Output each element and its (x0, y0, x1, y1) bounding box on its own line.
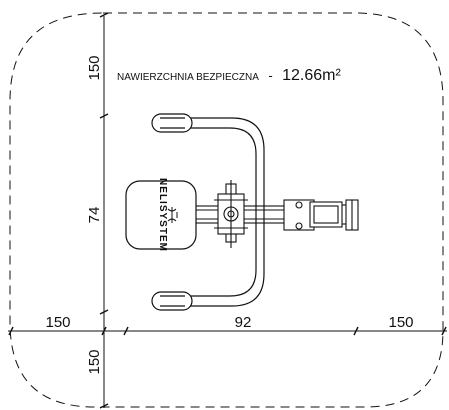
dimension-middle-vertical: 74 (86, 207, 103, 224)
dimension-top-vertical: 150 (86, 55, 103, 80)
surface-area-value: 12.66m² (282, 67, 341, 84)
dimension-bottom-vertical: 150 (86, 349, 103, 374)
footrest-assembly (283, 199, 359, 231)
dimension-middle-horizontal: 92 (235, 314, 252, 331)
horizontal-dimension-line (8, 326, 447, 336)
surface-label: NAWIERZCHNIA BEZPIECZNA - 12.66m² (117, 67, 341, 84)
handle-grip-top (151, 113, 193, 133)
seat-brand-text: NELISYSTEM (157, 178, 168, 252)
surface-label-name: NAWIERZCHNIA BEZPIECZNA (117, 72, 259, 83)
vertical-dimension-line (99, 12, 109, 409)
dimension-right-horizontal: 150 (388, 314, 413, 331)
pivot-assembly (214, 180, 248, 248)
handlebar-frame (160, 117, 265, 307)
surface-label-separator: - (268, 68, 272, 83)
seat-logo-icon (167, 207, 178, 223)
handle-grip-bottom (151, 291, 193, 311)
dimension-left-horizontal: 150 (45, 314, 70, 331)
seat: NELISYSTEM (125, 178, 197, 252)
